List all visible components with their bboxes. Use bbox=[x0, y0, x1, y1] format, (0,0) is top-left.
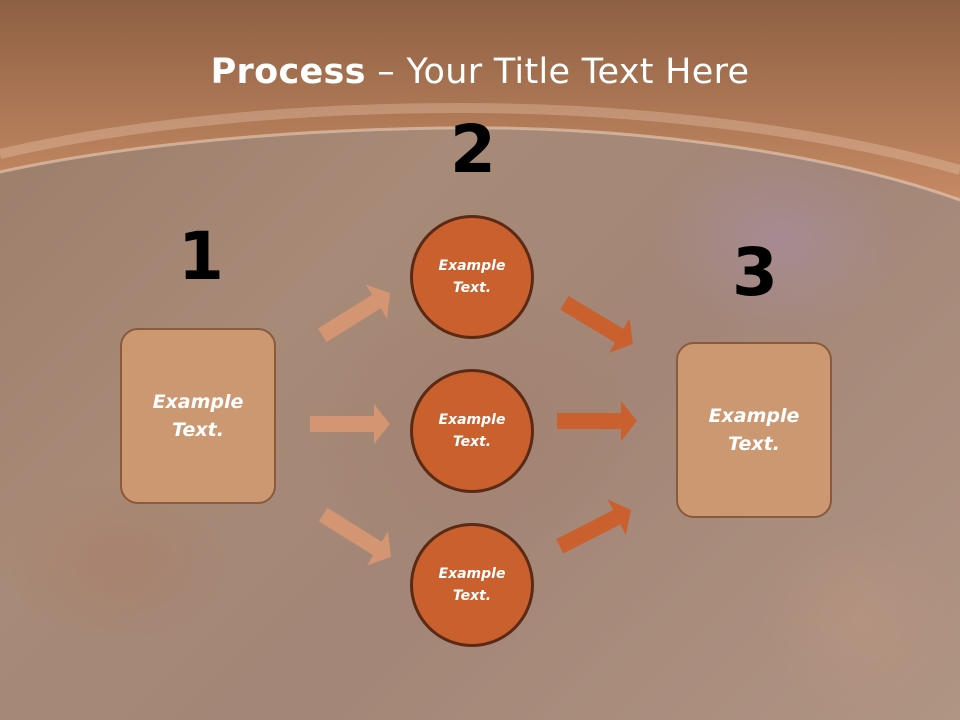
arrow-box1-to-circle-top bbox=[317, 284, 390, 343]
step-number-3: 3 bbox=[732, 234, 778, 311]
arrow-circle-top-to-box3 bbox=[560, 295, 633, 353]
step-2-circle-top: Example Text. bbox=[410, 215, 534, 339]
step-2-circle-bottom: Example Text. bbox=[410, 523, 534, 647]
step-2-circle-middle: Example Text. bbox=[410, 369, 534, 493]
arrow-box1-to-circle-mid bbox=[310, 404, 390, 444]
title-rest: – Your Title Text Here bbox=[365, 52, 750, 92]
arrow-box1-to-circle-bottom bbox=[318, 507, 391, 566]
title-bold: Process bbox=[210, 52, 366, 92]
arrow-circle-mid-to-box3 bbox=[557, 401, 637, 441]
arrow-circle-bottom-to-box3 bbox=[556, 499, 631, 554]
slide-title: Process – Your Title Text Here bbox=[0, 52, 960, 92]
step-3-box: Example Text. bbox=[676, 342, 832, 518]
step-number-2: 2 bbox=[450, 111, 496, 188]
step-1-box: Example Text. bbox=[120, 328, 276, 504]
step-number-1: 1 bbox=[178, 218, 224, 295]
